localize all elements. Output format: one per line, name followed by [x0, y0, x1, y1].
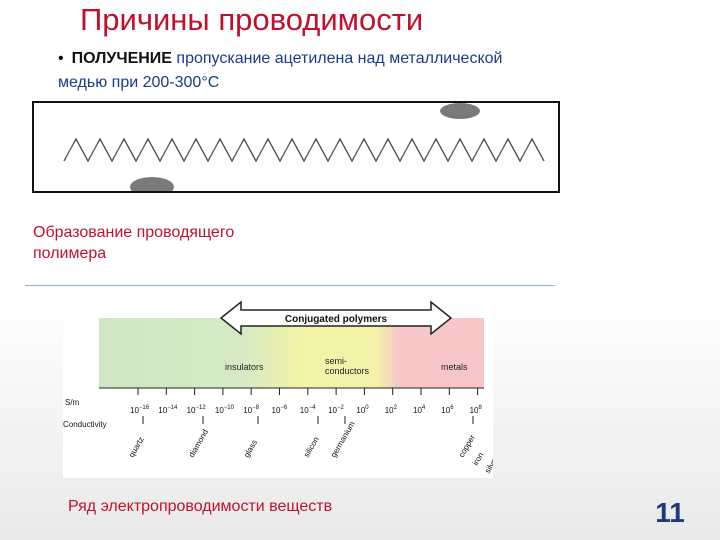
tick-label: 10−12: [187, 405, 207, 415]
polyacetylene-chain-icon: [63, 103, 545, 191]
tick-label: 10−2: [328, 405, 344, 415]
material-label: diamond: [187, 428, 210, 459]
material-label: glass: [242, 438, 259, 459]
copper-atom-top: [440, 103, 480, 119]
caption-polymer: Образование проводящего полимера: [33, 224, 235, 262]
double-bond-line: [161, 142, 171, 158]
tick-label: 10−10: [215, 405, 235, 415]
tick-label: 10−4: [300, 405, 316, 415]
double-bond-line: [353, 142, 363, 158]
double-bond-line: [281, 142, 291, 158]
copper-atom-bottom: [130, 177, 174, 191]
arrow-label: Conjugated polymers: [285, 314, 388, 325]
region-label: metals: [441, 362, 468, 372]
conjugated-polymers-arrow-icon: [219, 300, 453, 336]
tick-label: 10−6: [272, 405, 288, 415]
double-bond-line: [209, 142, 219, 158]
page-number: 11: [655, 497, 685, 528]
tick-label: 100: [356, 405, 369, 415]
divider-line: [25, 285, 555, 286]
caption-scale: Ряд электропроводимости веществ: [68, 498, 333, 515]
double-bond-line: [113, 142, 123, 158]
double-bond-line: [377, 142, 387, 158]
bullet-continuation: медью при 200-300°С: [58, 74, 220, 91]
double-bond-line: [257, 142, 267, 158]
axis-label: Conductivity: [63, 420, 107, 429]
bullet-bold: ПОЛУЧЕНИЕ: [71, 50, 172, 67]
double-bond-line: [89, 142, 99, 158]
tick-label: 106: [441, 405, 454, 415]
double-bond-line: [65, 142, 75, 158]
polymer-chain: [63, 137, 545, 163]
double-bond-line: [473, 142, 483, 158]
double-bond-line: [497, 142, 507, 158]
double-bond-line: [401, 142, 411, 158]
double-bond-line: [185, 142, 195, 158]
bullet-dot-icon: •: [58, 50, 64, 67]
tick-label: 10−14: [158, 405, 178, 415]
tick-label: 10−16: [130, 405, 150, 415]
chain-bonds: [63, 137, 545, 163]
double-bond-line: [425, 142, 435, 158]
region-label: semi-conductors: [325, 356, 370, 376]
region-label: insulators: [225, 362, 264, 372]
polymer-chain-figure: [32, 101, 560, 193]
tick-label: 108: [470, 405, 483, 415]
material-label: quartz: [127, 435, 146, 459]
double-bond-line: [521, 142, 531, 158]
conductivity-scale: Conjugated polymers insulators semi-condu…: [63, 300, 500, 475]
double-bond-line: [329, 142, 339, 158]
double-bond-line: [305, 142, 315, 158]
material-label: silicon: [302, 435, 321, 459]
tick-label: 10−8: [243, 405, 259, 415]
bullet-line: • ПОЛУЧЕНИЕ пропускание ацетилена над мет…: [58, 48, 578, 70]
double-bond-line: [449, 142, 459, 158]
material-label: silver: [483, 454, 493, 475]
unit-label: S/m: [65, 398, 80, 407]
material-label: germanium: [329, 420, 357, 459]
tick-label: 104: [413, 405, 426, 415]
conductivity-band: [99, 318, 484, 388]
conductivity-scale-figure: Conjugated polymers insulators semi-condu…: [63, 298, 500, 478]
double-bond-line: [233, 142, 243, 158]
slide-title: Причины проводимости: [80, 2, 424, 37]
bullet-text: пропускание ацетилена над металлической: [171, 50, 503, 67]
double-bond-line: [137, 142, 147, 158]
tick-label: 102: [385, 405, 398, 415]
material-label: iron: [471, 451, 485, 467]
